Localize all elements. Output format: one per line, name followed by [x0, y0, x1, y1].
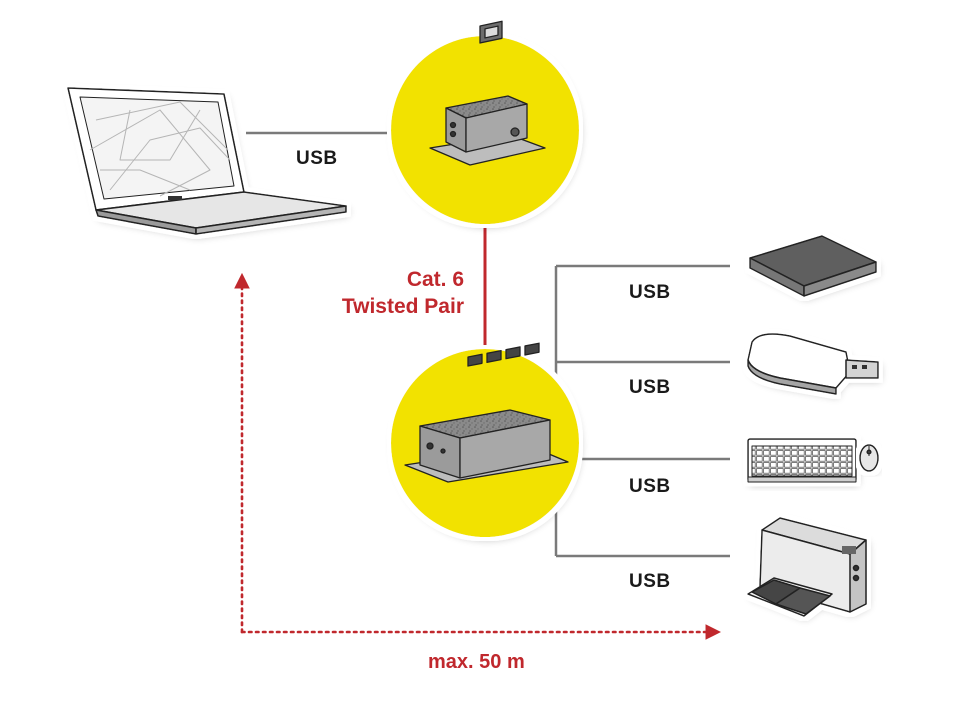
usb-label-device-1: USB — [629, 282, 671, 303]
cable-type-line-1: Cat. 6 — [406, 268, 464, 291]
external-hard-drive-illustration — [749, 235, 877, 297]
distance-arrows — [234, 272, 722, 640]
printer-illustration — [747, 517, 867, 724]
mouse-illustration — [859, 444, 879, 472]
usb-label-device-2: USB — [629, 377, 671, 398]
keyboard-illustration — [747, 438, 857, 483]
usb-extender-transmitter — [429, 20, 546, 166]
connection-lines — [246, 131, 730, 558]
usb-label-host: USB — [296, 148, 338, 169]
usb-label-device-3: USB — [629, 476, 671, 497]
distance-label: max. 50 m — [428, 651, 525, 673]
usb-extender-receiver-hub — [404, 342, 569, 483]
cable-type-label: Cat. 6 Twisted Pair — [342, 266, 464, 320]
cable-type-line-2: Twisted Pair — [341, 295, 464, 318]
usb-label-device-4: USB — [629, 571, 671, 592]
laptop-illustration — [67, 87, 347, 235]
